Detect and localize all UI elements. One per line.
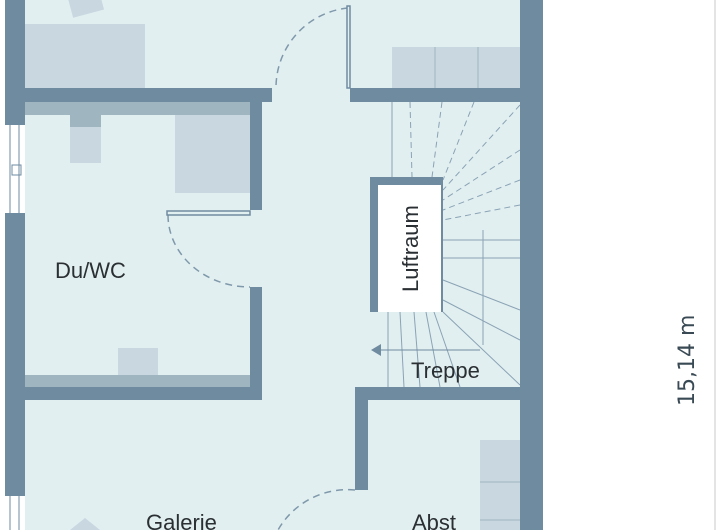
room-label-gallery: Galerie — [146, 510, 217, 530]
dimension-label: 15,14 m — [675, 315, 700, 406]
cabinet-dividers — [434, 47, 520, 521]
wall-strips — [25, 102, 250, 387]
stair-direction-arrow-icon — [371, 344, 381, 356]
marker-icon — [70, 518, 100, 530]
room-label-stairs: Treppe — [411, 358, 480, 383]
door-swings — [167, 7, 356, 530]
room-label-storage: Abst — [412, 510, 456, 530]
void-box — [378, 185, 441, 312]
room-label-void: Luftraum — [398, 205, 423, 292]
window — [5, 125, 25, 530]
room-label-bath: Du/WC — [55, 258, 126, 283]
staircase — [378, 101, 521, 388]
door-leaves — [166, 5, 351, 216]
